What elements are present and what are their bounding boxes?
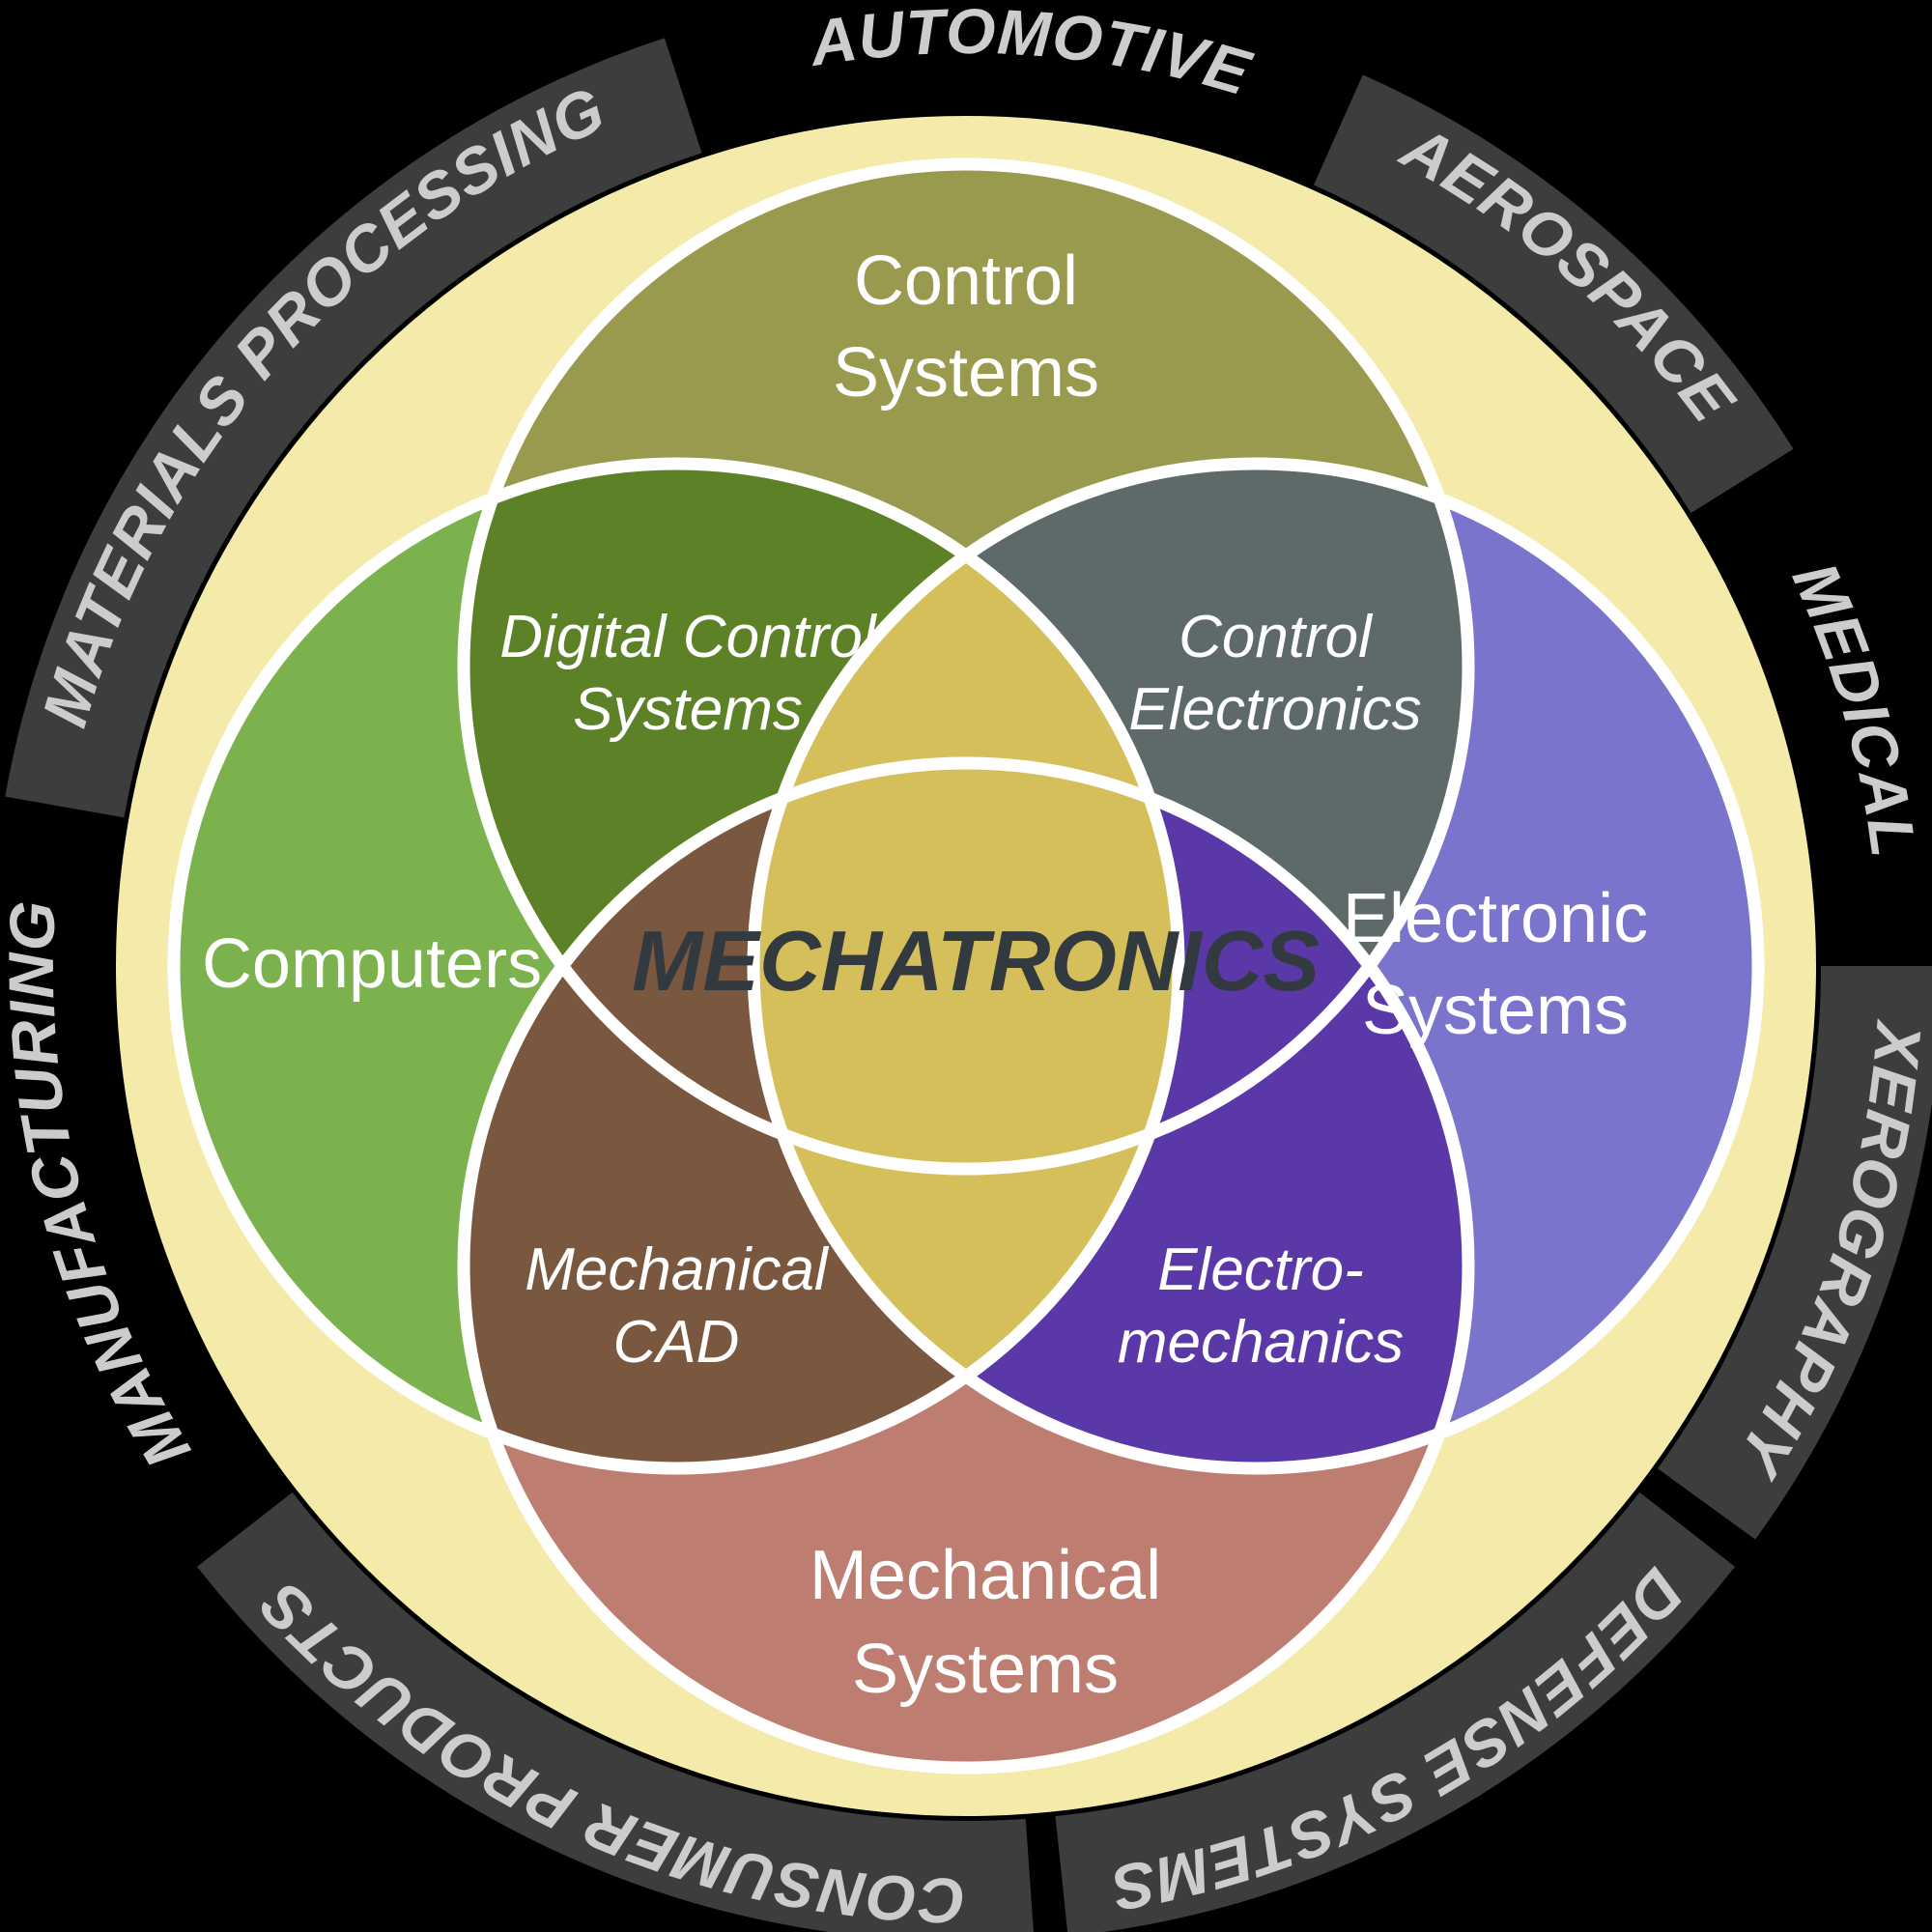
region-mechatronics-bottom[interactable] — [464, 763, 1468, 1768]
outline-mechanical-systems — [457, 756, 1475, 1775]
outline-control-systems — [457, 157, 1475, 1176]
label-mechanical-cad-line2: CAD — [613, 1309, 740, 1376]
ring-label-automotive[interactable]: AUTOMOTIVE — [804, 0, 1260, 109]
label-electro-mechanics-line1: Electro- — [1157, 1236, 1364, 1303]
region-mechatronics-top[interactable] — [464, 164, 1468, 1169]
label-electronic-systems-line2: Systems — [1362, 972, 1629, 1049]
label-digital-control-systems-line1: Digital Control — [499, 604, 878, 670]
label-mechanical-cad-line1: Mechanical — [525, 1236, 830, 1303]
outline-electronic-systems — [747, 457, 1765, 1475]
outline-computers — [167, 457, 1185, 1475]
venn-circles-group — [167, 157, 1765, 1775]
label-control-systems-line1: Control — [854, 242, 1078, 320]
ring-band-aerospace[interactable] — [1313, 74, 1794, 514]
label-electronic-systems-line1: Electronic — [1343, 880, 1648, 957]
label-control-electronics-line1: Control — [1179, 604, 1374, 670]
circle-outlines — [167, 157, 1765, 1775]
label-mechanical-systems-line1: Mechanical — [810, 1537, 1161, 1614]
label-electro-mechanics-line2: mechanics — [1118, 1309, 1404, 1376]
label-mechatronics: MECHATRONICS — [632, 913, 1320, 1009]
label-control-systems-line2: Systems — [833, 334, 1099, 412]
ring-band-defense-systems[interactable] — [1055, 1492, 1735, 1932]
ring-band-materials-processing[interactable] — [5, 38, 702, 818]
region-labels: Control Systems Computers Electronic Sys… — [202, 242, 1648, 1708]
label-control-electronics-line2: Electronics — [1128, 676, 1421, 743]
ring-band-consumer-products[interactable] — [197, 1492, 1034, 1932]
center-clip-b — [464, 164, 1468, 1768]
ring-band-xerography[interactable] — [1657, 966, 1932, 1540]
label-digital-control-systems-line2: Systems — [573, 676, 803, 743]
label-mechanical-systems-line2: Systems — [852, 1631, 1119, 1708]
center-clip-a — [464, 164, 1468, 1768]
label-computers: Computers — [202, 925, 542, 1003]
